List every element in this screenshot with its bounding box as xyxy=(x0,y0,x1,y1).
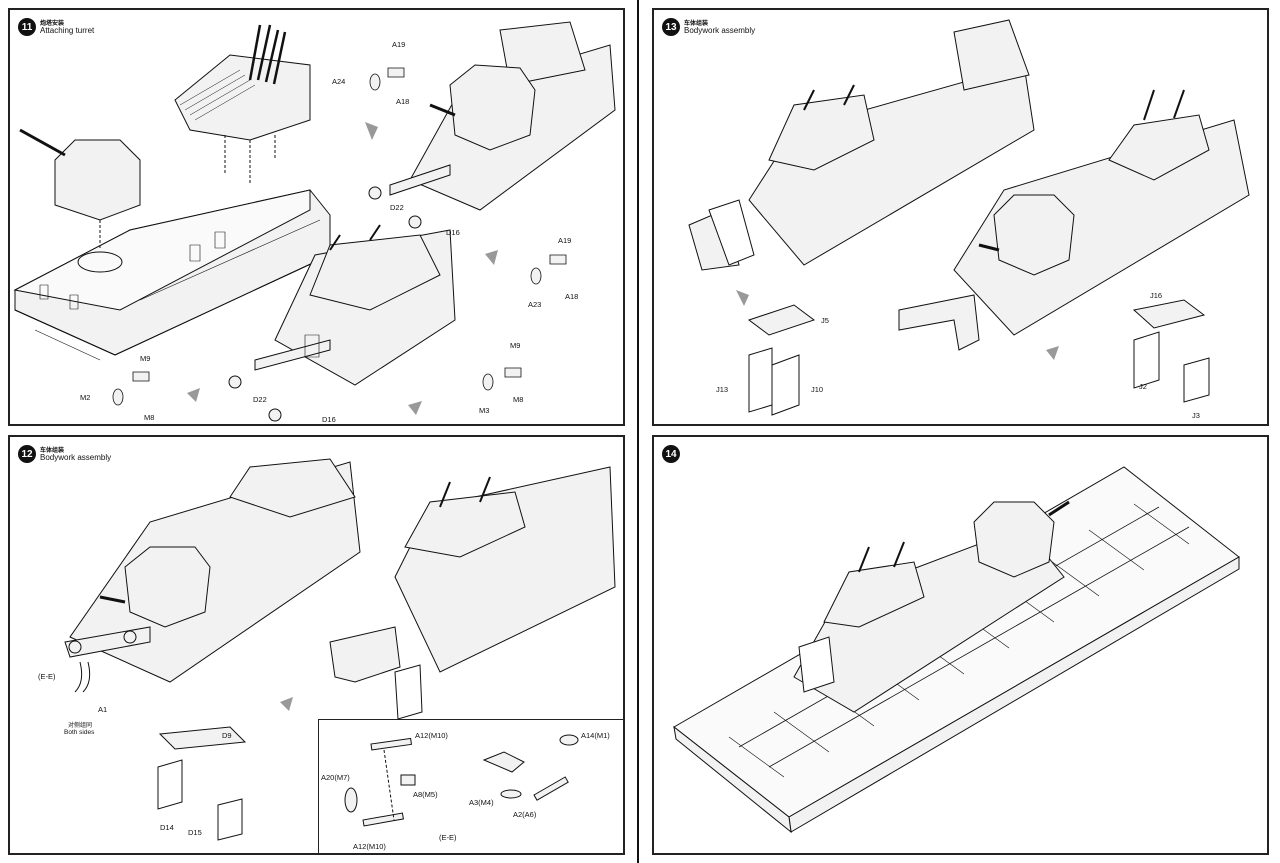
part-label: M9 xyxy=(510,341,521,350)
note-en: Both sides xyxy=(64,729,95,736)
step-number-badge: 14 xyxy=(662,445,680,463)
part-label: D22 xyxy=(253,395,267,404)
step-11-illustration xyxy=(10,10,625,426)
railcar-roof xyxy=(15,190,310,310)
buffer-beam-upper xyxy=(390,165,450,195)
coupling-e-e xyxy=(75,662,90,692)
coupling-detail-inset: A12(M10) A20(M7) A8(M5) A12(M10) (E-E) A… xyxy=(318,719,623,853)
note-cn: 对侧组同 xyxy=(68,723,93,729)
flak-turret-rear xyxy=(769,95,874,170)
step-title-en: Bodywork assembly xyxy=(40,453,112,462)
part-label: D16 xyxy=(446,228,460,237)
step-13-illustration xyxy=(654,10,1269,426)
coupling-detail-drawing xyxy=(344,734,579,827)
step-title-en: Attaching turret xyxy=(40,26,95,35)
part-label: M9 xyxy=(140,354,151,363)
buffer-beam-front xyxy=(899,295,979,350)
part-label: A14(M1) xyxy=(581,731,610,740)
part-label: D22 xyxy=(390,203,404,212)
part-label: D16 xyxy=(322,415,336,424)
part-label: D15 xyxy=(188,828,202,837)
turret-upper-right xyxy=(450,65,535,150)
part-label: M8 xyxy=(513,395,524,404)
part-label: M3 xyxy=(479,406,490,415)
turret-front xyxy=(994,195,1074,275)
part-label: A18 xyxy=(396,97,410,106)
step-12-panel: 12 车体组装 Bodywork assembly (E-E) A1 对侧组同 … xyxy=(8,435,625,855)
part-label: J2 xyxy=(1139,382,1147,391)
part-j3 xyxy=(1184,358,1209,402)
step-number-badge: 13 xyxy=(662,18,680,36)
direction-arrows xyxy=(736,290,1059,360)
step-12-illustration xyxy=(10,437,625,855)
step-title-cn: 炮塔安装 xyxy=(40,20,65,27)
armor-plate-on-base xyxy=(799,637,834,692)
part-label: A18 xyxy=(565,292,579,301)
step-13-panel: 13 车体组装 Bodywork assembly J5 J13 J10 J16… xyxy=(652,8,1269,426)
flak-turret xyxy=(175,55,310,140)
part-label: A12(M10) xyxy=(415,731,448,740)
part-label: (E-E) xyxy=(38,672,56,681)
step-title-en: Bodywork assembly xyxy=(684,26,756,35)
part-d15 xyxy=(218,799,242,840)
part-a19-a18 xyxy=(113,68,566,405)
part-label: M2 xyxy=(80,393,91,402)
part-j16 xyxy=(1134,300,1204,328)
part-j2 xyxy=(1134,332,1159,388)
part-label: A2(A6) xyxy=(513,810,537,819)
step-14-panel: 14 xyxy=(652,435,1269,855)
flak-turret-on-base xyxy=(824,562,924,627)
step-number-badge: 11 xyxy=(18,18,36,36)
flak-turret-front xyxy=(1109,115,1209,180)
part-label: J3 xyxy=(1192,411,1200,420)
step-14-illustration xyxy=(654,437,1269,855)
turret-on-base xyxy=(974,502,1054,577)
part-label: J16 xyxy=(1150,291,1163,300)
direction-arrows xyxy=(280,697,293,711)
part-label: A24 xyxy=(332,77,346,86)
step-11-panel: 11 炮塔安装 Attaching turret xyxy=(8,8,625,426)
center-divider xyxy=(637,0,639,863)
part-label: A1 xyxy=(98,705,108,714)
part-label: A19 xyxy=(392,40,406,49)
armor-plate-right xyxy=(330,627,400,682)
part-d14 xyxy=(158,760,182,809)
step-title-cn: 车体组装 xyxy=(684,20,709,27)
part-d9 xyxy=(160,727,245,749)
part-j5 xyxy=(749,305,814,335)
railcar-left xyxy=(70,462,360,682)
part-label: A3(M4) xyxy=(469,798,494,807)
step-number-badge: 12 xyxy=(18,445,36,463)
turret-left xyxy=(125,547,210,627)
part-label: A8(M5) xyxy=(413,790,438,799)
part-label: D9 xyxy=(222,731,232,740)
part-label: A12(M10) xyxy=(353,842,386,851)
buffer-parts xyxy=(229,187,421,421)
railcar-front xyxy=(954,120,1249,335)
part-label: J5 xyxy=(821,316,829,325)
part-label: D14 xyxy=(160,823,174,832)
flak-turret-lower xyxy=(310,235,440,310)
part-label: A23 xyxy=(528,300,542,309)
part-label: A19 xyxy=(558,236,572,245)
part-label: J13 xyxy=(716,385,729,394)
small-turret xyxy=(55,140,140,220)
part-j10 xyxy=(772,355,799,415)
flak-turret-left xyxy=(230,459,355,517)
step-title-cn: 车体组装 xyxy=(40,447,65,454)
part-label: (E-E) xyxy=(439,833,457,842)
part-j13 xyxy=(749,348,772,412)
part-label: A20(M7) xyxy=(321,773,350,782)
part-label: M8 xyxy=(144,413,155,422)
part-label: J10 xyxy=(811,385,824,394)
direction-arrows xyxy=(187,122,498,415)
turret-ring xyxy=(78,252,122,272)
flak-turret-right xyxy=(405,492,525,557)
